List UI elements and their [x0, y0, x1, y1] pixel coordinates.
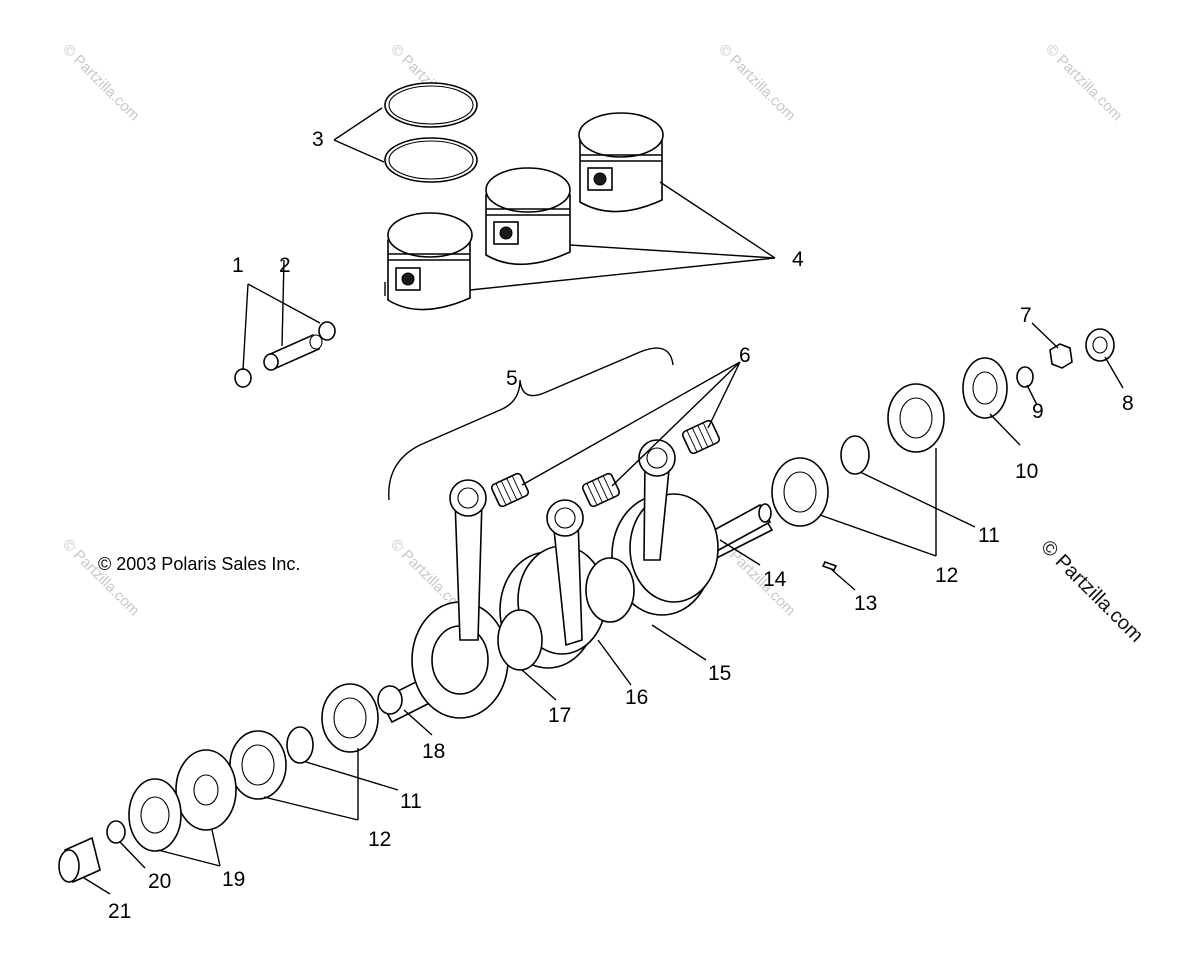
crankshaft	[377, 439, 774, 724]
callout-16: 16	[625, 686, 648, 709]
callout-20: 20	[148, 870, 171, 893]
piston	[578, 112, 664, 213]
piston	[384, 212, 473, 311]
callout-8: 8	[1122, 392, 1134, 415]
callout-19: 19	[222, 868, 245, 891]
piston-rings	[384, 82, 478, 183]
right-side-parts	[771, 328, 1115, 571]
watermark: © Partzilla.com	[715, 41, 798, 124]
callout-11: 11	[400, 790, 422, 813]
watermark: © Partzilla.com	[59, 41, 142, 124]
callout-7: 7	[1020, 304, 1032, 327]
callout-10: 10	[1015, 460, 1038, 483]
callout-18: 18	[422, 740, 445, 763]
piston	[485, 167, 571, 266]
callout-12: 12	[368, 828, 391, 851]
callout-14: 14	[763, 568, 787, 591]
callout-5: 5	[506, 367, 518, 390]
callouts: 1 2 3 4 5 6 7 8 9 10 11 11 12 12 13 14 1…	[108, 128, 1134, 923]
needle-bearings	[490, 419, 721, 508]
left-side-parts	[58, 683, 379, 884]
bracket-5	[388, 347, 674, 501]
callout-3: 3	[312, 128, 324, 151]
copyright-text: © 2003 Polaris Sales Inc.	[98, 554, 300, 574]
leader-lines	[83, 107, 1124, 895]
circlips-and-pin	[234, 321, 336, 388]
callout-21: 21	[108, 900, 131, 923]
callout-9: 9	[1032, 400, 1044, 423]
callout-6: 6	[739, 344, 751, 367]
callout-13: 13	[854, 592, 877, 615]
callout-12: 12	[935, 564, 958, 587]
callout-15: 15	[708, 662, 731, 685]
watermark: © Partzilla.com	[59, 536, 142, 619]
callout-1: 1	[232, 254, 244, 277]
callout-4: 4	[792, 248, 804, 271]
callout-2: 2	[279, 254, 291, 277]
watermark-main: © Partzilla.com	[1036, 536, 1147, 647]
callout-17: 17	[548, 704, 571, 727]
callout-11: 11	[978, 524, 1000, 547]
watermark: © Partzilla.com	[1042, 41, 1125, 124]
